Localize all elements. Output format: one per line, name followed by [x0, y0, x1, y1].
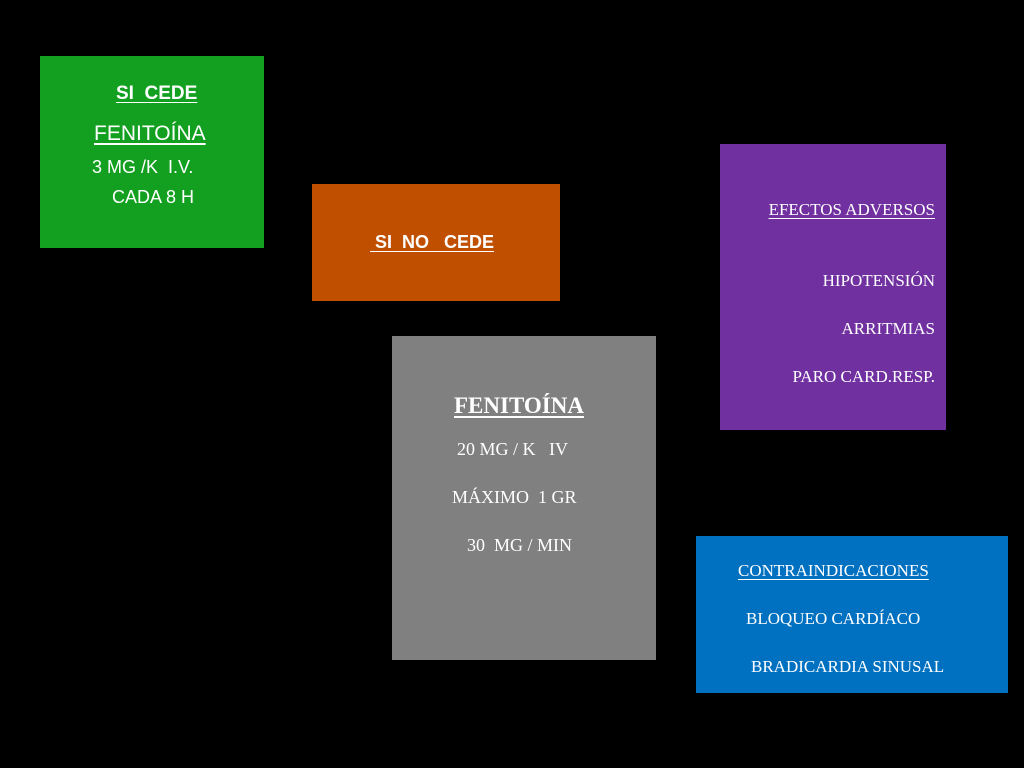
si-cede-frequency: CADA 8 H [112, 187, 195, 207]
efectos-adversos-box: EFECTOS ADVERSOS HIPOTENSIÓN ARRITMIAS P… [720, 144, 946, 430]
contraindicaciones-item: BLOQUEO CARDÍACO [746, 609, 921, 628]
efectos-adversos-item: ARRITMIAS [841, 319, 935, 338]
fenitoina-rate: 30 MG / MIN [467, 535, 573, 555]
si-cede-dose: 3 MG /K I.V. [92, 157, 194, 177]
si-no-cede-box: SI NO CEDE [312, 184, 560, 301]
si-cede-title: SI CEDE [116, 83, 198, 104]
fenitoina-drug: FENITOÍNA [454, 393, 584, 418]
efectos-adversos-item: HIPOTENSIÓN [822, 271, 935, 290]
efectos-adversos-heading: EFECTOS ADVERSOS [768, 200, 935, 219]
fenitoina-max: MÁXIMO 1 GR [452, 487, 577, 507]
si-cede-drug: FENITOÍNA [94, 122, 206, 145]
si-no-cede-title: SI NO CEDE [370, 232, 495, 252]
contraindicaciones-heading: CONTRAINDICACIONES [738, 561, 929, 580]
fenitoina-box: FENITOÍNA 20 MG / K IV MÁXIMO 1 GR 30 MG… [392, 336, 656, 660]
contraindicaciones-box: CONTRAINDICACIONES BLOQUEO CARDÍACO BRAD… [696, 536, 1008, 693]
efectos-adversos-item: PARO CARD.RESP. [792, 367, 935, 386]
contraindicaciones-item: BRADICARDIA SINUSAL [751, 657, 945, 676]
fenitoina-dose: 20 MG / K IV [457, 439, 568, 459]
si-cede-box: SI CEDE FENITOÍNA 3 MG /K I.V. CADA 8 H [40, 56, 264, 248]
